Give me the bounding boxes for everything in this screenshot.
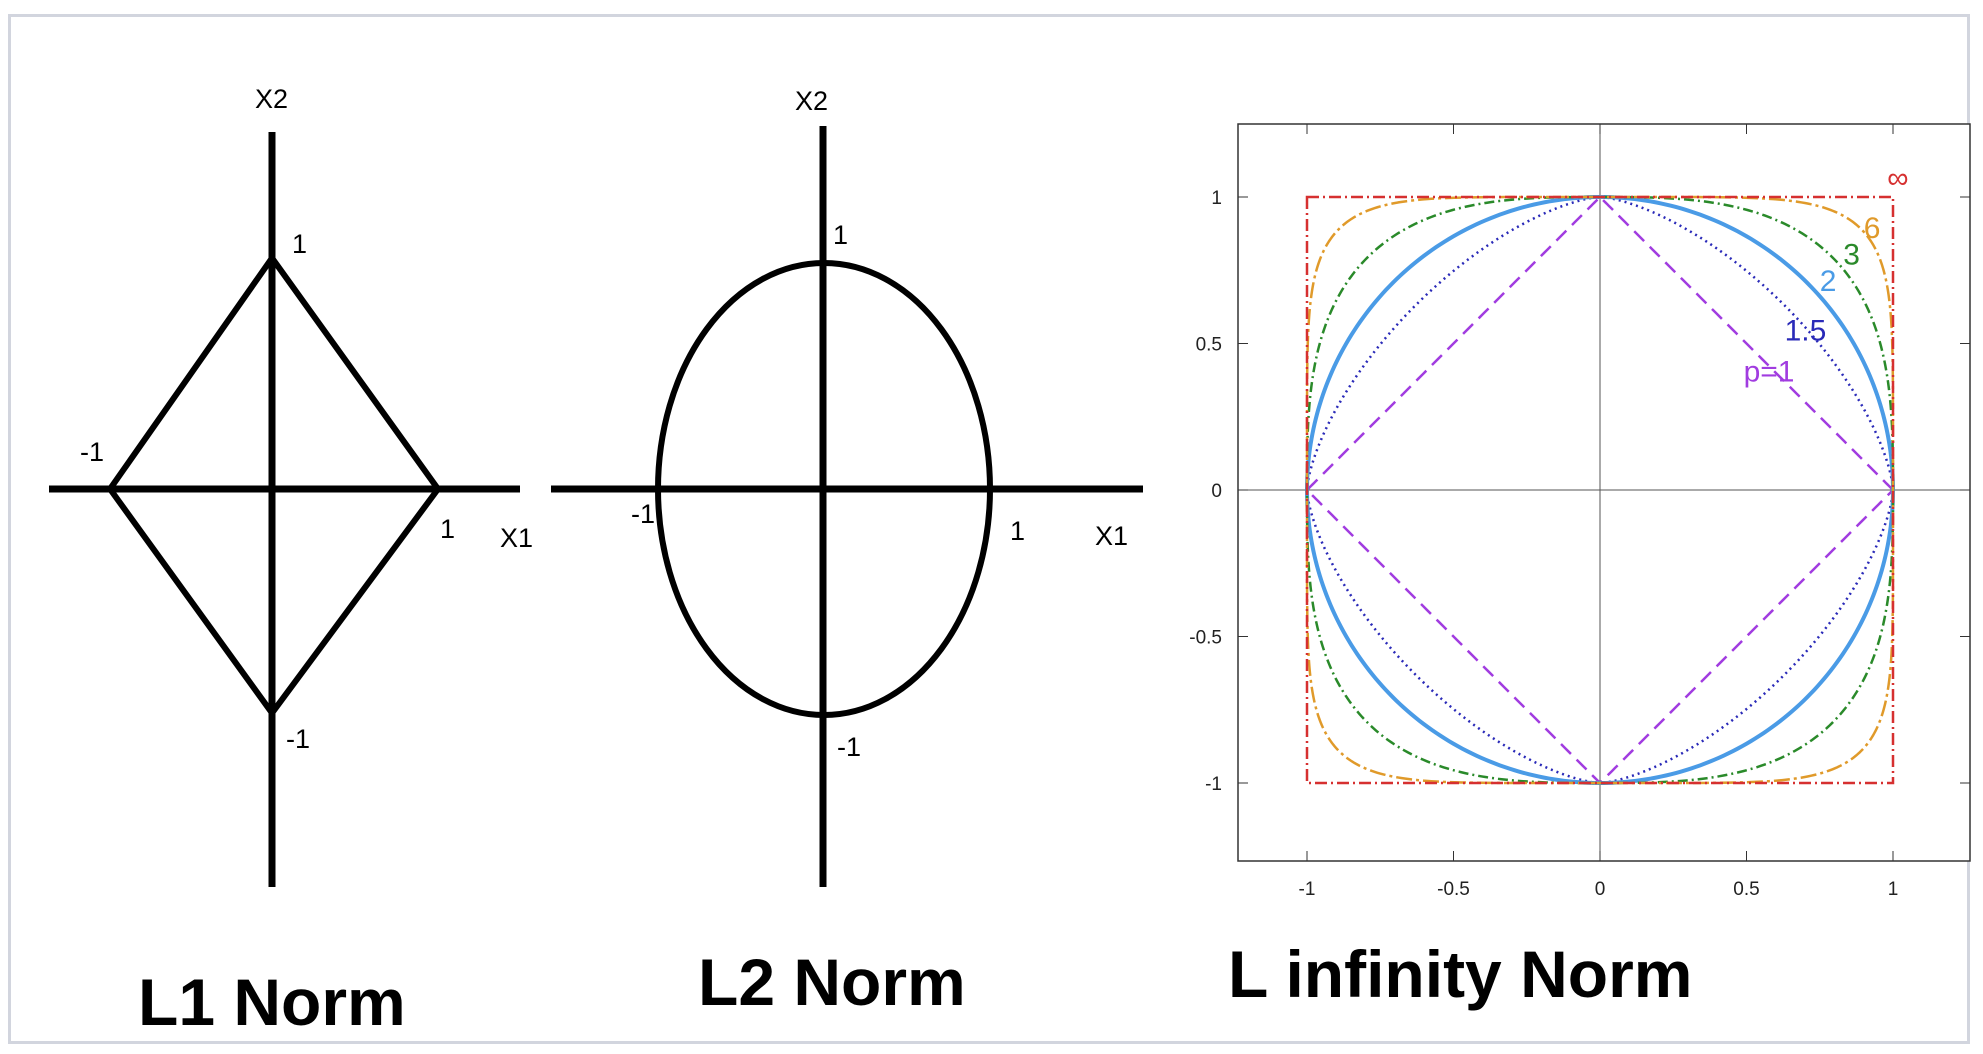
l1-label-left: -1 <box>80 437 104 467</box>
l2-norm-panel: X2 X1 1 -1 -1 1 L2 Norm <box>551 86 1143 1019</box>
l1-axis-y-label: X2 <box>255 84 288 114</box>
l2-unit-ellipse <box>655 260 993 718</box>
linf-y-tick-label: 1 <box>1211 188 1222 209</box>
l2-label-right: 1 <box>1010 516 1025 546</box>
linf-curve-p-inf <box>1305 195 1895 785</box>
l1-axis-x-label: X1 <box>500 523 533 553</box>
linf-curve-label-1_5: 1.5 <box>1785 315 1827 348</box>
linf-curve-p-6 <box>1305 195 1895 785</box>
linf-x-tick-label: -0.5 <box>1437 879 1470 900</box>
linf-y-tick-label: 0.5 <box>1196 335 1222 356</box>
linf-title: L infinity Norm <box>1228 937 1692 1011</box>
linf-curve-label-1: p=1 <box>1744 356 1795 389</box>
linf-norm-panel: -1 1 -0.5 0.5 0 0 0.5 -0.5 1 -1 p=1 1.5 236∞ L infi… <box>1189 123 1971 1011</box>
linf-y-tick-label: -0.5 <box>1189 628 1222 649</box>
linf-curves-group <box>1304 194 1896 786</box>
l2-label-top: 1 <box>833 220 848 250</box>
l1-label-bottom: -1 <box>286 724 310 754</box>
linf-x-tick-label: 0 <box>1595 879 1606 900</box>
linf-curve-label-2: 2 <box>1820 265 1837 298</box>
linf-tick-labels: -1 1 -0.5 0.5 0 0 0.5 -0.5 1 -1 <box>1189 188 1898 900</box>
l1-label-top: 1 <box>292 229 307 259</box>
linf-curve-label-inf: ∞ <box>1887 162 1908 195</box>
linf-curve-labels: p=1 1.5 236∞ <box>1744 162 1909 388</box>
l1-label-right: 1 <box>440 514 455 544</box>
linf-x-tick-label: -1 <box>1299 879 1316 900</box>
linf-plot-frame <box>1237 123 1971 862</box>
linf-curve-label-6: 6 <box>1864 212 1881 245</box>
linf-y-tick-label: -1 <box>1205 774 1222 795</box>
l1-norm-panel: X2 X1 1 -1 -1 1 L1 Norm <box>49 84 533 1039</box>
linf-x-tick-label: 0.5 <box>1733 879 1759 900</box>
linf-curve-label-3: 3 <box>1843 238 1860 271</box>
l2-title: L2 Norm <box>698 945 966 1019</box>
linf-y-tick-label: 0 <box>1211 481 1222 502</box>
l1-title: L1 Norm <box>138 965 406 1039</box>
linf-x-tick-label: 1 <box>1888 879 1899 900</box>
linf-axes-group <box>1238 124 1970 861</box>
l2-label-left: -1 <box>631 499 655 529</box>
l2-label-bottom: -1 <box>837 732 861 762</box>
linf-curve-p-1 <box>1305 195 1895 785</box>
l2-axis-x-label: X1 <box>1095 521 1128 551</box>
l1-unit-diamond <box>106 252 442 719</box>
l2-axis-y-label: X2 <box>795 86 828 116</box>
